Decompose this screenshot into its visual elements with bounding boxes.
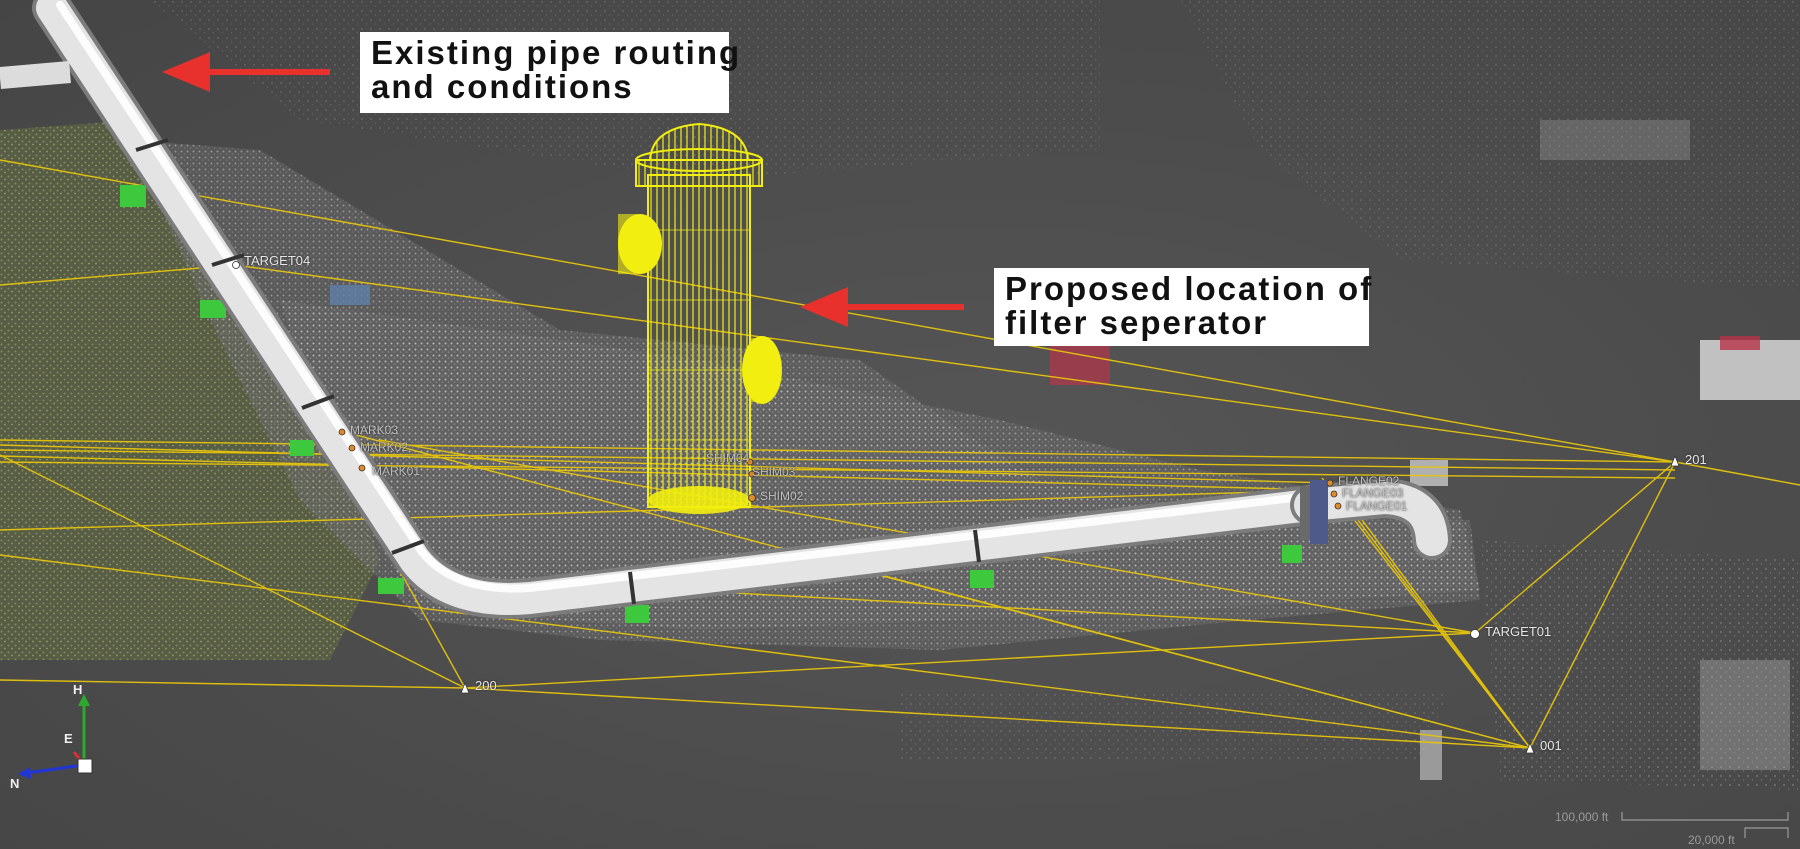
marker-201 [1670, 454, 1680, 467]
marker-flange03 [1330, 490, 1338, 498]
callout-arrows [162, 52, 964, 327]
axis-e-label: E [64, 731, 73, 746]
marker-shim02 [748, 494, 756, 502]
marker-flange02 [1326, 479, 1334, 487]
survey-markers[interactable] [232, 261, 1680, 754]
pipe-callout-arrow [162, 52, 330, 92]
existing-pipe [0, 0, 1452, 619]
callout-proposed-filter: Proposed location of filter seperator [994, 268, 1374, 346]
filter-separator-wireframe [618, 122, 782, 514]
label-mark02[interactable]: MARK02 [360, 440, 409, 454]
label-201[interactable]: 201 [1685, 452, 1707, 467]
traverse-lines [0, 159, 1800, 749]
callout-existing-pipe-line2: and conditions [371, 68, 634, 105]
scale-bar-major-label: 100,000 ft [1555, 810, 1609, 824]
marker-target04 [232, 261, 240, 269]
label-shim03[interactable]: SHIM03 [752, 465, 796, 479]
marker-target01 [1470, 629, 1480, 639]
flange-assembly [1300, 480, 1328, 544]
label-flange01[interactable]: FLANGE01 [1346, 499, 1408, 513]
marker-200 [460, 681, 470, 694]
label-flange02[interactable]: FLANGE02 [1338, 474, 1400, 488]
marker-mark03 [338, 428, 346, 436]
label-target01[interactable]: TARGET01 [1485, 624, 1552, 639]
axis-n-label: N [10, 776, 20, 791]
callout-proposed-filter-line2: filter seperator [1005, 304, 1269, 341]
label-mark01[interactable]: MARK01 [372, 464, 421, 478]
label-target04[interactable]: TARGET04 [244, 253, 311, 268]
label-flange03[interactable]: FLANGE03 [1342, 486, 1404, 500]
scale-bar-minor-label: 20,000 ft [1688, 833, 1735, 847]
label-shim02[interactable]: SHIM02 [760, 489, 804, 503]
callout-proposed-filter-line1: Proposed location of [1005, 270, 1374, 307]
label-mark03[interactable]: MARK03 [350, 423, 399, 437]
marker-mark02 [348, 444, 356, 452]
label-001[interactable]: 001 [1540, 738, 1562, 753]
marker-001 [1525, 741, 1535, 754]
pipe-supports [120, 185, 1302, 623]
marker-mark01 [358, 464, 366, 472]
marker-flange01 [1334, 502, 1342, 510]
marker-shim04 [746, 458, 754, 466]
label-200[interactable]: 200 [475, 678, 497, 693]
marker-shim03 [748, 470, 756, 478]
scale-bar [1621, 812, 1789, 838]
ground-point-cloud [0, 0, 1800, 790]
callout-existing-pipe: Existing pipe routing and conditions [360, 32, 742, 113]
axis-h-label: H [73, 682, 83, 697]
axis-gizmo [18, 694, 93, 779]
callout-existing-pipe-line1: Existing pipe routing [371, 34, 742, 71]
filter-callout-arrow [800, 287, 964, 327]
label-shim04[interactable]: SHIM04 [706, 451, 750, 465]
